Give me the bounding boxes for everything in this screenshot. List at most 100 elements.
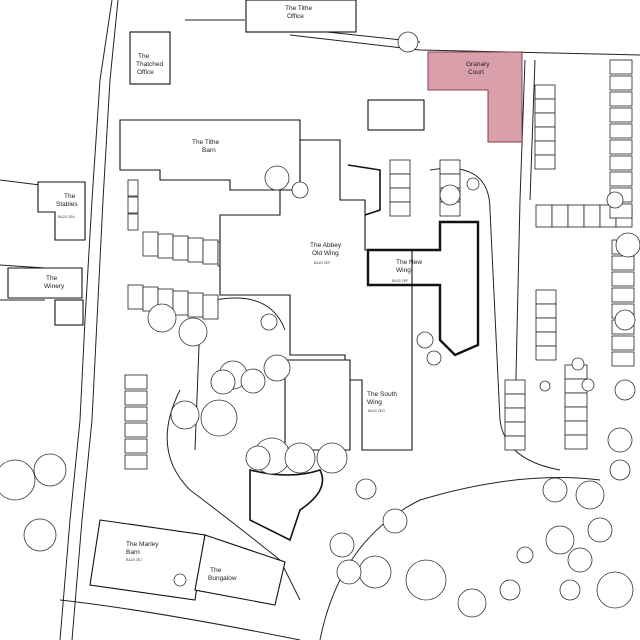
parking-stall [389,187,411,203]
parking-stall [389,201,411,217]
tree-icon [571,357,585,371]
code-new-wing: BA20 2EF [392,279,409,283]
parking-stall [124,374,148,390]
tree-icon [587,517,613,543]
tree-icon [260,313,278,331]
parking-stall [439,159,461,175]
parking-stall [504,379,526,395]
parking-stall [534,140,556,156]
parking-stall [534,154,556,170]
tree-icon [405,559,447,601]
parking-stall [611,351,635,367]
tree-icon [382,508,408,534]
building-new-wing[interactable] [366,220,480,357]
parking-stall [202,294,219,320]
tree-icon [581,378,595,392]
parking-stall [583,204,601,228]
tree-icon [466,177,480,191]
tree-icon [567,547,593,573]
parking-stall [611,335,635,351]
building-tithe-office[interactable] [245,0,357,33]
tree-icon [397,31,419,53]
tree-icon [210,369,236,395]
building-marley-barn[interactable] [89,519,206,601]
parking-stall [609,139,633,155]
tree-icon [291,181,309,199]
parking-stall [124,406,148,422]
parking-stall [534,98,556,114]
building-thatched-office[interactable] [129,31,171,85]
parking-stall [124,454,148,470]
parking-structure [367,99,425,131]
tree-icon [147,303,177,333]
code-marley-barn: BA20 2EJ [126,558,142,562]
tree-icon [439,184,461,206]
parking-stall [609,123,633,139]
tree-icon [178,317,208,347]
tree-icon [240,368,266,394]
tree-icon [516,546,534,564]
parking-stall [609,155,633,171]
tree-icon [499,579,521,601]
tree-icon [457,588,487,618]
tree-icon [614,379,636,401]
parking-stall [535,204,553,228]
parking-stall [564,434,588,450]
tree-icon [614,309,636,331]
tree-icon [542,477,568,503]
building-stables[interactable] [37,181,86,241]
tree-icon [264,165,290,191]
parking-stall [564,406,588,422]
parking-stall [187,237,204,263]
building-bungalow[interactable] [194,534,286,606]
parking-stall [609,91,633,107]
tree-icon [263,354,291,382]
tree-icon [245,445,271,471]
parking-areas [124,59,635,470]
tree-icon [606,191,624,209]
parking-stall [127,213,139,231]
parking-stall [127,284,144,310]
parking-stall [124,390,148,406]
tree-icon [329,532,355,558]
parking-stall [534,84,556,100]
parking-stall [124,438,148,454]
tree-icon [316,442,348,474]
parking-stall [389,173,411,189]
parking-stall [567,204,585,228]
trees [0,31,640,618]
parking-stall [389,159,411,175]
parking-stall [609,107,633,123]
parking-stall [157,233,174,259]
code-south-wing: BA20 2EG [368,409,385,413]
parking-stall [172,290,189,316]
parking-stall [504,435,526,451]
parking-stall [127,196,139,214]
building-winery[interactable] [7,267,83,299]
parking-stall [172,235,189,261]
parking-stall [535,345,557,361]
building-granary-court[interactable] [427,51,523,143]
parking-stall [611,287,635,303]
parking-stall [202,239,219,265]
tree-icon [615,232,640,258]
tree-icon [596,571,634,609]
tree-icon [416,331,434,349]
tree-icon [355,478,377,500]
tree-icon [607,427,633,453]
tree-icon [173,573,187,587]
tree-icon [0,459,36,501]
parking-stall [124,422,148,438]
code-stables: BA20 2DA [58,215,75,219]
tree-icon [539,380,551,392]
